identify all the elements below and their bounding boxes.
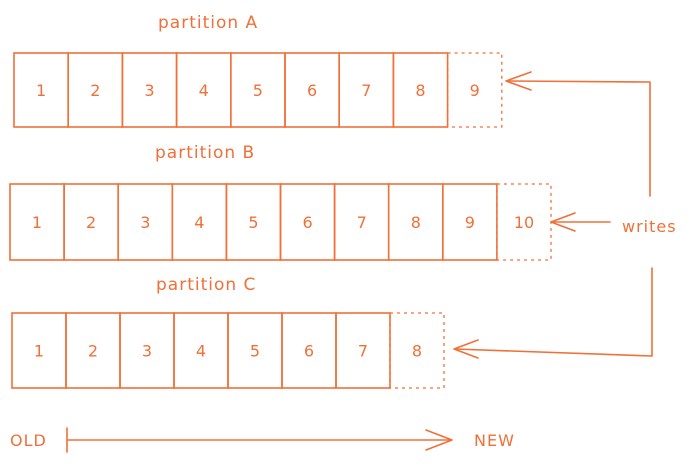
partition-c-offset-6: 6 (304, 342, 314, 361)
partition-b-offset-7: 7 (357, 213, 367, 232)
writes-label: writes (622, 217, 677, 236)
partition-a-pending-cell (446, 52, 503, 128)
partition-b-title: partition B (155, 143, 255, 163)
partition-b-pending-offset: 10 (514, 213, 534, 232)
partition-c-cells: 1 2 3 4 5 6 7 8 (11, 312, 445, 389)
partition-c-offset-2: 2 (88, 342, 98, 361)
partition-b-offset-4: 4 (194, 213, 204, 232)
partition-c-offset-1: 1 (34, 342, 44, 361)
partition-b-offset-2: 2 (86, 213, 96, 232)
partition-c-pending-offset: 8 (412, 342, 422, 361)
partition-a-offset-5: 5 (253, 81, 263, 100)
partition-c-offset-4: 4 (196, 342, 206, 361)
partition-b-offset-1: 1 (32, 213, 42, 232)
arrow-to-partition-c (454, 267, 653, 357)
time-axis-new-label: NEW (474, 431, 515, 450)
partition-c-pending-cell (389, 312, 445, 389)
partition-a-offset-3: 3 (144, 81, 154, 100)
partition-a-title: partition A (158, 13, 258, 33)
partition-a-offset-7: 7 (361, 81, 371, 100)
time-axis-arrowhead (425, 429, 453, 451)
partition-a-offset-4: 4 (199, 81, 209, 100)
partition-c-offset-3: 3 (142, 342, 152, 361)
arrow-to-partition-a (507, 80, 651, 197)
partition-a-pending-offset: 9 (470, 81, 480, 100)
partition-b-offset-6: 6 (303, 213, 313, 232)
partition-b: partition B 1 2 3 4 5 6 7 8 9 10 (9, 143, 552, 261)
partition-b-offset-8: 8 (411, 213, 421, 232)
partition-a-offset-8: 8 (415, 81, 425, 100)
partition-a-offset-6: 6 (307, 81, 317, 100)
partition-c-offset-5: 5 (250, 342, 260, 361)
partition-a: partition A 1 2 3 4 5 6 7 8 9 (13, 13, 503, 128)
partition-b-cells: 1 2 3 4 5 6 7 8 9 10 (9, 183, 552, 261)
writes-connector (453, 71, 653, 359)
arrowhead-partition-c (453, 339, 479, 359)
partition-c: partition C 1 2 3 4 5 6 7 8 (11, 275, 445, 389)
partition-b-offset-5: 5 (248, 213, 258, 232)
partition-a-offset-1: 1 (36, 81, 46, 100)
time-axis (66, 427, 453, 453)
partition-b-offset-3: 3 (140, 213, 150, 232)
arrowhead-partition-b (550, 212, 576, 232)
partition-c-offset-7: 7 (358, 342, 368, 361)
partition-b-offset-9: 9 (465, 213, 475, 232)
partition-a-cells: 1 2 3 4 5 6 7 8 9 (13, 52, 503, 128)
arrowhead-partition-a (505, 71, 532, 91)
partition-b-cell-9 (441, 183, 498, 261)
partition-a-offset-2: 2 (90, 81, 100, 100)
partition-c-title: partition C (156, 275, 256, 295)
time-axis-old-label: OLD (10, 431, 47, 450)
partition-c-cell-7 (335, 312, 391, 389)
